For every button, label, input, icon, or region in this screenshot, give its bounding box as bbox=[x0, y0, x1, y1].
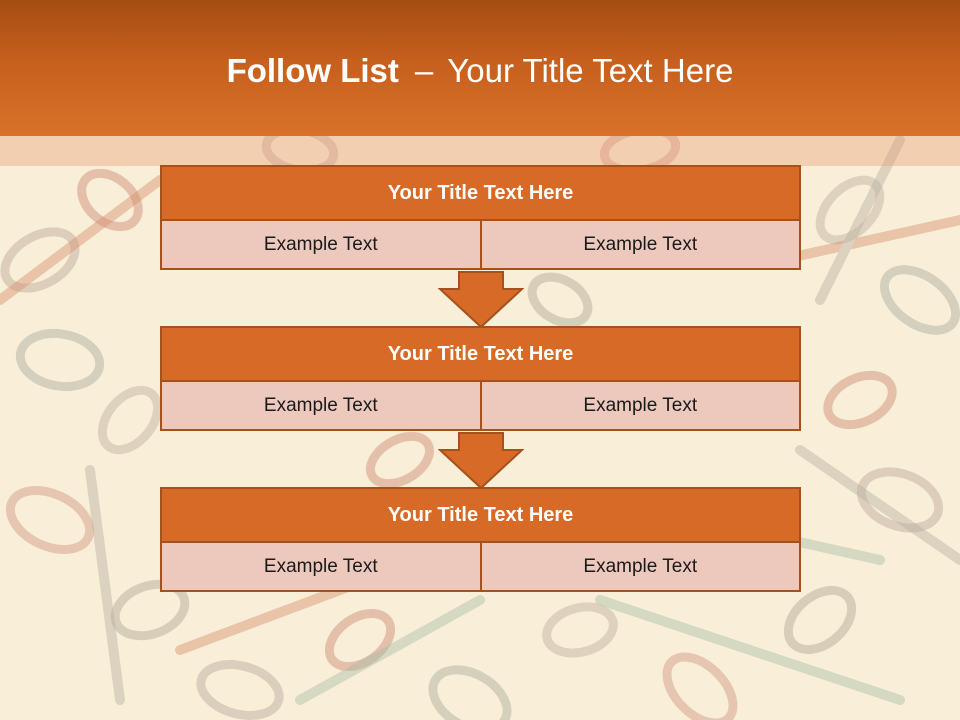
slide-title: Follow List–Your Title Text Here bbox=[0, 52, 960, 90]
block-row: Example Text Example Text bbox=[160, 221, 801, 270]
block-row: Example Text Example Text bbox=[160, 382, 801, 431]
title-separator: – bbox=[414, 52, 434, 89]
block-cell-left: Example Text bbox=[160, 382, 482, 431]
title-rest: Your Title Text Here bbox=[447, 52, 734, 89]
list-block-3: Your Title Text Here Example Text Exampl… bbox=[160, 487, 801, 592]
down-arrow-icon bbox=[438, 271, 524, 329]
block-title: Your Title Text Here bbox=[160, 165, 801, 221]
block-cell-right: Example Text bbox=[481, 221, 801, 270]
list-block-2: Your Title Text Here Example Text Exampl… bbox=[160, 326, 801, 431]
block-row: Example Text Example Text bbox=[160, 543, 801, 592]
block-cell-right: Example Text bbox=[481, 382, 801, 431]
down-arrow-icon bbox=[438, 432, 524, 490]
list-block-1: Your Title Text Here Example Text Exampl… bbox=[160, 165, 801, 270]
header-bar bbox=[0, 0, 960, 136]
title-bold: Follow List bbox=[226, 52, 399, 89]
block-cell-left: Example Text bbox=[160, 221, 482, 270]
header-band bbox=[0, 136, 960, 166]
block-cell-left: Example Text bbox=[160, 543, 482, 592]
block-title: Your Title Text Here bbox=[160, 487, 801, 543]
block-title: Your Title Text Here bbox=[160, 326, 801, 382]
block-cell-right: Example Text bbox=[481, 543, 801, 592]
